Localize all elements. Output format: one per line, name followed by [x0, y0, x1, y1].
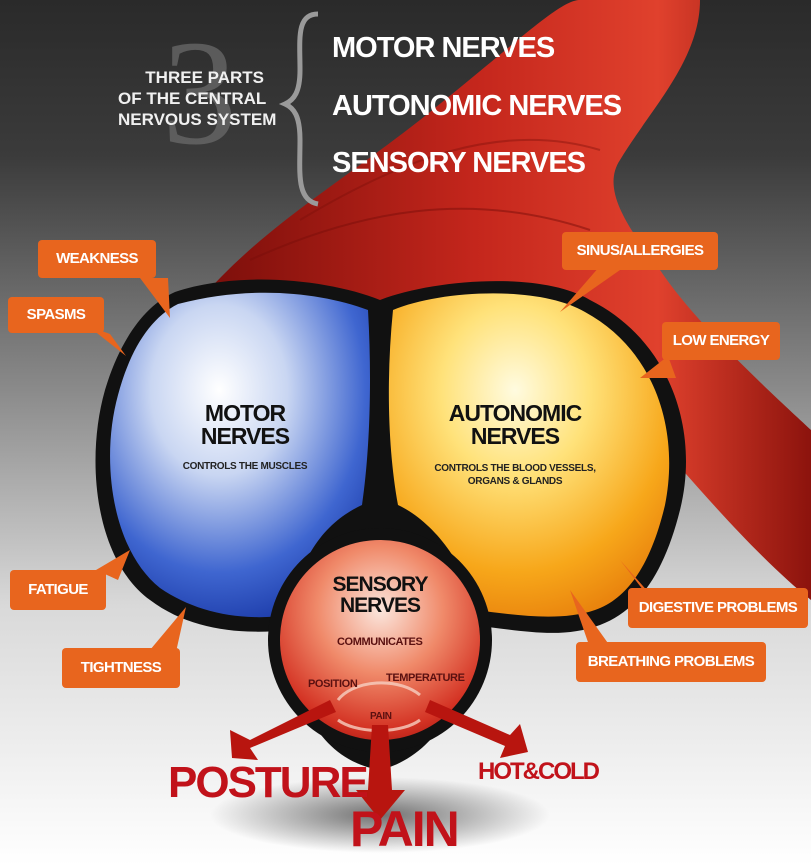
- motor-title-line2: NERVES: [170, 425, 320, 448]
- caption-line-1: THREE PARTS: [118, 67, 264, 88]
- tag-low-energy: LOW ENERGY: [662, 322, 780, 360]
- header-motor-nerves: MOTOR NERVES: [332, 32, 554, 65]
- output-pain: PAIN: [350, 800, 458, 858]
- autonomic-title: AUTONOMIC NERVES: [430, 402, 600, 448]
- tightness-pointer: [150, 607, 186, 652]
- autonomic-subtitle-line1: CONTROLS THE BLOOD VESSELS,: [420, 462, 610, 475]
- three-parts-caption: THREE PARTS OF THE CENTRAL NERVOUS SYSTE…: [118, 67, 264, 130]
- motor-title: MOTOR NERVES: [170, 402, 320, 448]
- tag-weakness: WEAKNESS: [38, 240, 156, 278]
- tag-breathing-problems: BREATHING PROBLEMS: [576, 643, 766, 681]
- sensory-title-line2: NERVES: [310, 595, 450, 616]
- brace: [285, 14, 318, 204]
- tag-spasms: SPASMS: [8, 297, 104, 335]
- sensory-title: SENSORY NERVES: [310, 574, 450, 616]
- cycle-position: POSITION: [308, 678, 357, 690]
- output-posture: POSTURE: [168, 758, 367, 808]
- autonomic-subtitle: CONTROLS THE BLOOD VESSELS, ORGANS & GLA…: [420, 462, 610, 488]
- tag-fatigue: FATIGUE: [10, 571, 106, 609]
- output-hot-cold: HOT&COLD: [478, 758, 598, 786]
- autonomic-title-line1: AUTONOMIC: [430, 402, 600, 425]
- motor-title-line1: MOTOR: [170, 402, 320, 425]
- autonomic-subtitle-line2: ORGANS & GLANDS: [420, 475, 610, 488]
- header-sensory-nerves: SENSORY NERVES: [332, 147, 585, 180]
- motor-subtitle: CONTROLS THE MUSCLES: [160, 460, 330, 473]
- header-autonomic-nerves: AUTONOMIC NERVES: [332, 90, 621, 123]
- cycle-pain: PAIN: [370, 711, 392, 722]
- tag-sinus-allergies: SINUS/ALLERGIES: [562, 232, 718, 270]
- caption-line-3: NERVOUS SYSTEM: [118, 109, 264, 130]
- cycle-temperature: TEMPERATURE: [386, 672, 465, 684]
- sensory-communicates: COMMUNICATES: [337, 636, 422, 648]
- caption-line-2: OF THE CENTRAL: [118, 88, 264, 109]
- autonomic-title-line2: NERVES: [430, 425, 600, 448]
- tag-tightness: TIGHTNESS: [62, 649, 180, 687]
- tag-digestive-problems: DIGESTIVE PROBLEMS: [628, 589, 808, 627]
- sensory-title-line1: SENSORY: [310, 574, 450, 595]
